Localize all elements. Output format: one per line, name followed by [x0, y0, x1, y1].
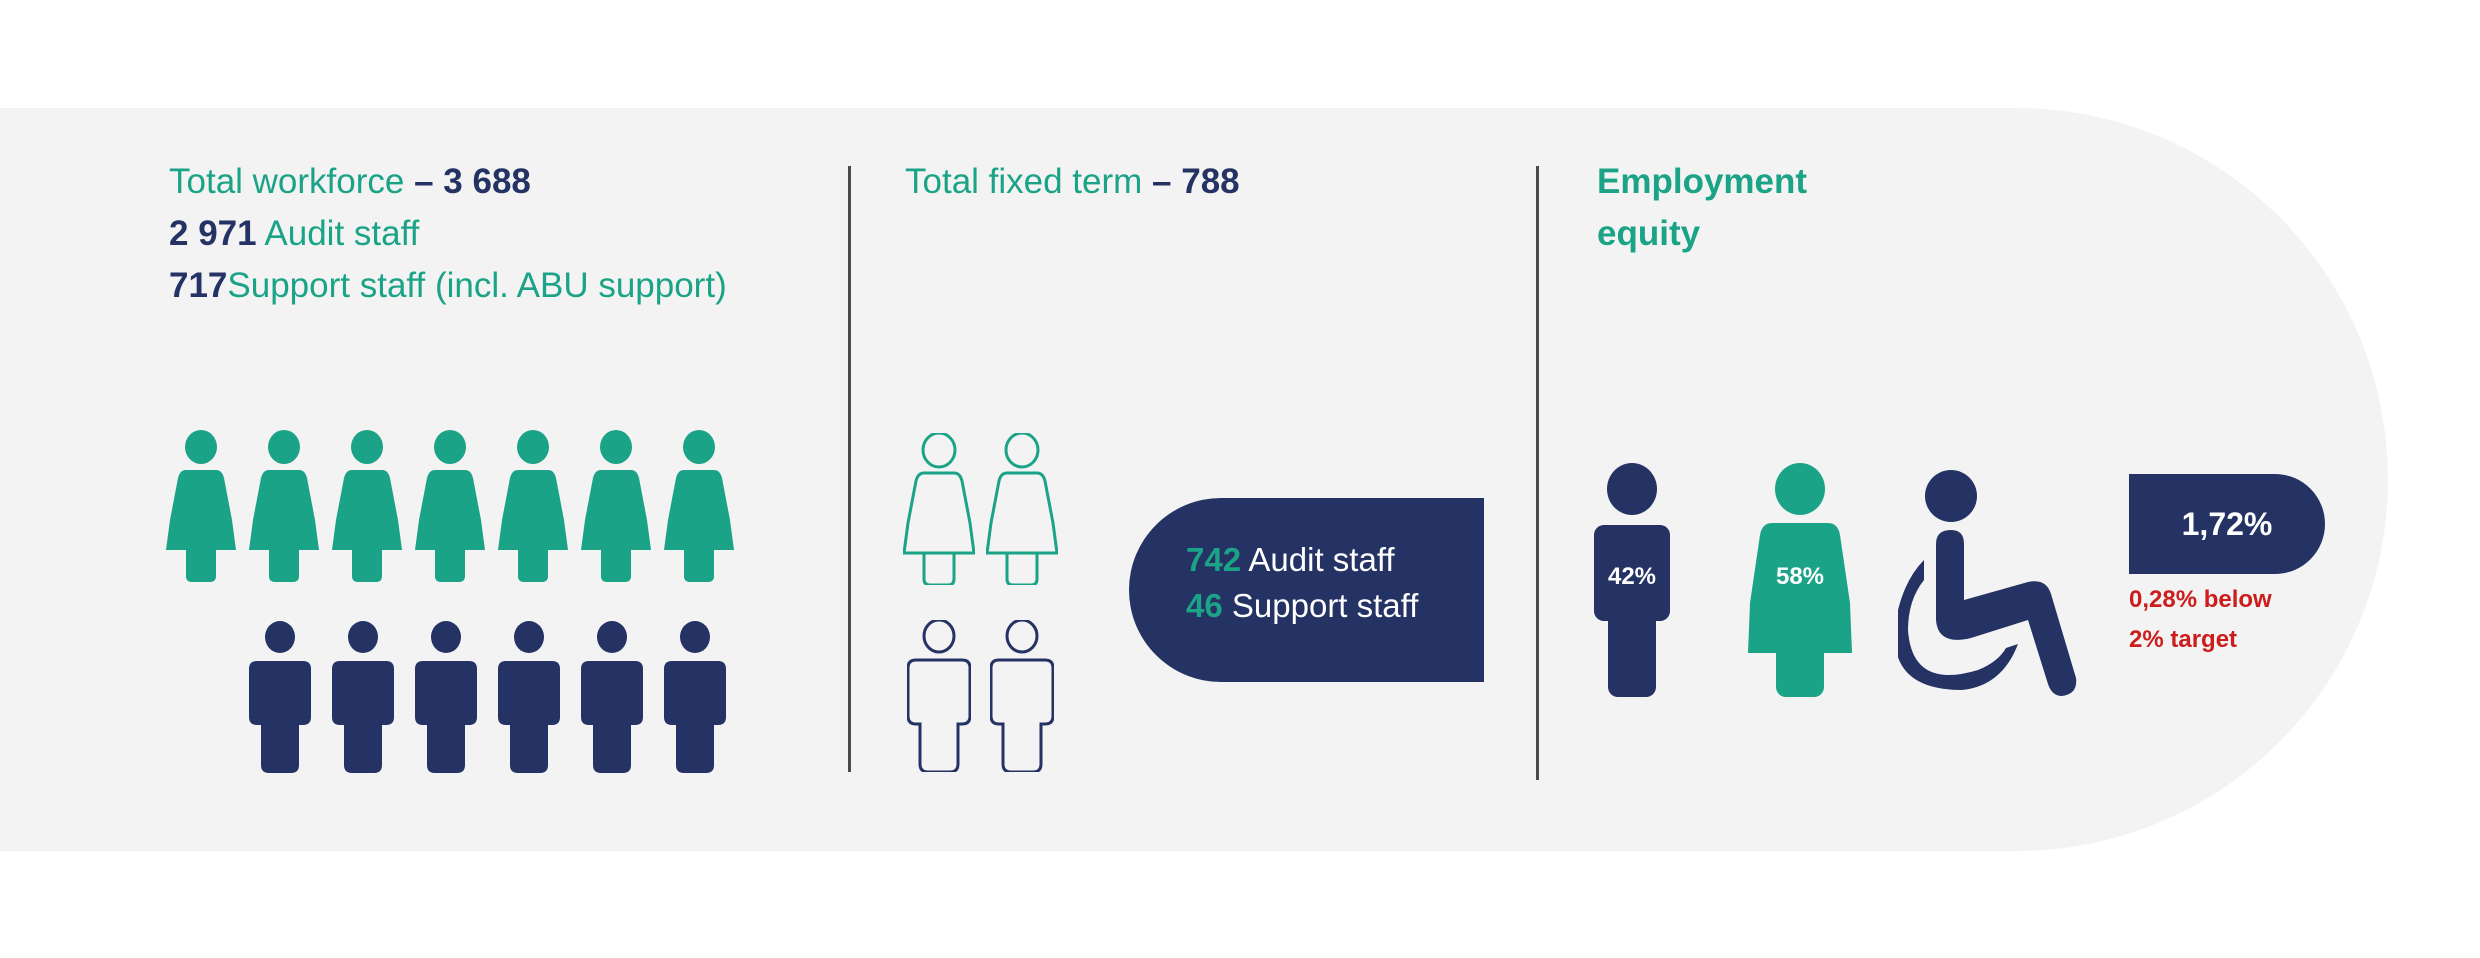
equity-title-line1: Employment	[1597, 162, 1808, 201]
woman-icon	[664, 430, 734, 582]
workforce-total-label: Total workforce	[169, 162, 405, 201]
fixed-term-total-label: Total fixed term	[905, 162, 1143, 201]
divider	[848, 166, 851, 772]
wheelchair-icon	[1898, 470, 2077, 696]
woman-outline-icon	[903, 433, 975, 585]
woman-outline-icon	[986, 433, 1058, 585]
woman-icon	[581, 430, 651, 582]
workforce-support-label: Support staff (incl. ABU support)	[227, 266, 727, 305]
woman-icon	[249, 430, 319, 582]
fixed-term-audit-label: Audit staff	[1248, 541, 1395, 578]
background-band	[0, 108, 2388, 851]
female-percentage: 58%	[1775, 563, 1825, 590]
workforce-support-value: 717	[169, 266, 228, 305]
fixed-term-support-label: Support staff	[1231, 587, 1419, 624]
fixed-term-support-value: 46	[1186, 587, 1223, 624]
fixed-term-breakdown-pill: 742 Audit staff 46 Support staff	[1129, 498, 1484, 682]
equity-title-line2: equity	[1597, 214, 1701, 253]
workforce-audit: 2 971 Audit staff	[169, 208, 419, 260]
man-outline-icon	[990, 620, 1054, 772]
man-icon	[415, 621, 477, 773]
fixed-term-total: Total fixed term – 788	[905, 156, 1240, 208]
workforce-total: Total workforce – 3 688	[169, 156, 531, 208]
target-note-line1: 0,28% below	[2129, 586, 2272, 613]
fixed-term-support: 46 Support staff	[1186, 587, 1418, 625]
divider	[1536, 166, 1539, 780]
workforce-support: 717Support staff (incl. ABU support)	[169, 260, 727, 312]
fixed-term-total-value: – 788	[1152, 162, 1240, 201]
workforce-audit-value: 2 971	[169, 214, 257, 253]
target-note-line2: 2% target	[2129, 626, 2238, 653]
man-icon	[581, 621, 643, 773]
male-icon	[1594, 463, 1670, 697]
woman-icon	[498, 430, 568, 582]
fixed-term-audit: 742 Audit staff	[1186, 541, 1395, 579]
woman-icon	[415, 430, 485, 582]
man-icon	[249, 621, 311, 773]
woman-icon	[166, 430, 236, 582]
woman-icon	[332, 430, 402, 582]
disability-percentage-badge: 1,72%	[2129, 474, 2325, 574]
man-outline-icon	[907, 620, 971, 772]
workforce-total-value: – 3 688	[414, 162, 531, 201]
man-icon	[498, 621, 560, 773]
man-icon	[332, 621, 394, 773]
workforce-audit-label: Audit staff	[264, 214, 420, 253]
man-icon	[664, 621, 726, 773]
male-percentage: 42%	[1607, 563, 1657, 590]
female-icon	[1748, 463, 1852, 697]
fixed-term-audit-value: 742	[1186, 541, 1242, 578]
